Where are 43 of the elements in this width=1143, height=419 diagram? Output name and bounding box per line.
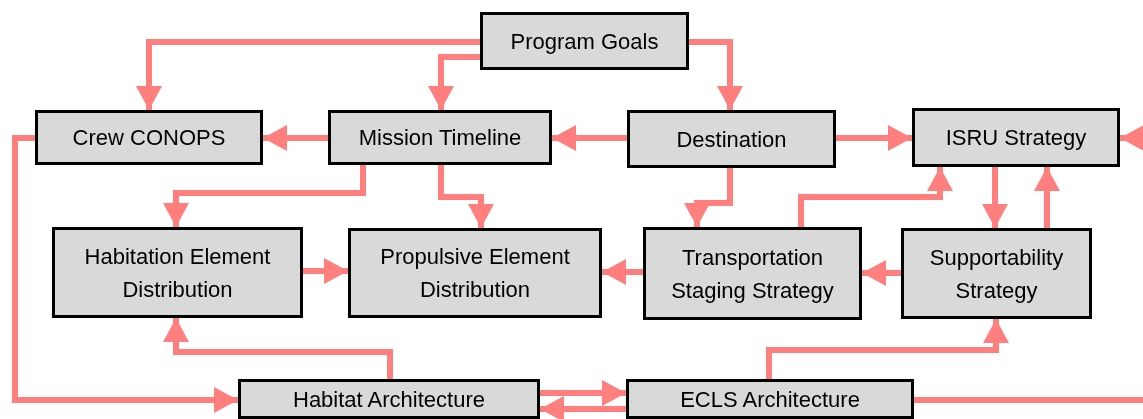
- process-box: [238, 379, 540, 419]
- process-box: [35, 110, 263, 165]
- box-label: Propulsive Element Distribution: [379, 243, 571, 304]
- arrow: [982, 167, 1008, 228]
- arrow: [136, 39, 480, 110]
- box-label: Program Goals: [510, 27, 659, 56]
- arrow: [438, 165, 494, 228]
- arrow: [303, 258, 348, 284]
- arrow: [12, 135, 238, 413]
- arrow: [163, 165, 366, 227]
- arrow: [836, 125, 912, 151]
- process-box: [480, 12, 689, 70]
- arrow: [798, 167, 953, 227]
- arrow: [689, 39, 743, 110]
- arrow: [862, 260, 901, 286]
- arrow: [163, 318, 393, 379]
- box-label: ECLS Architecture: [680, 385, 860, 414]
- process-box: [626, 379, 914, 419]
- arrow: [602, 259, 643, 285]
- process-box: [627, 110, 836, 168]
- box-label: Crew CONOPS: [72, 124, 226, 152]
- process-box: [643, 227, 862, 320]
- arrow: [552, 125, 627, 151]
- arrow: [540, 396, 626, 419]
- box-label: ISRU Strategy: [945, 124, 1087, 152]
- process-box: [348, 228, 602, 318]
- process-box: [901, 228, 1092, 319]
- arrow: [1120, 125, 1143, 151]
- arrow: [1034, 167, 1060, 228]
- arrow: [263, 125, 328, 151]
- box-label: Habitation Element Distribution: [83, 242, 272, 304]
- box-label: Mission Timeline: [358, 124, 522, 152]
- arrow: [540, 380, 626, 406]
- process-box: [52, 227, 303, 318]
- box-label: Supportability Strategy: [928, 243, 1065, 305]
- process-box: [328, 110, 552, 165]
- box-label: Habitat Architecture: [293, 385, 485, 414]
- arrow: [684, 168, 733, 227]
- arrow: [766, 319, 1009, 379]
- box-label: Transportation Staging Strategy: [670, 243, 835, 305]
- arrow: [428, 54, 480, 110]
- process-box: [912, 108, 1120, 167]
- box-label: Destination: [676, 125, 787, 154]
